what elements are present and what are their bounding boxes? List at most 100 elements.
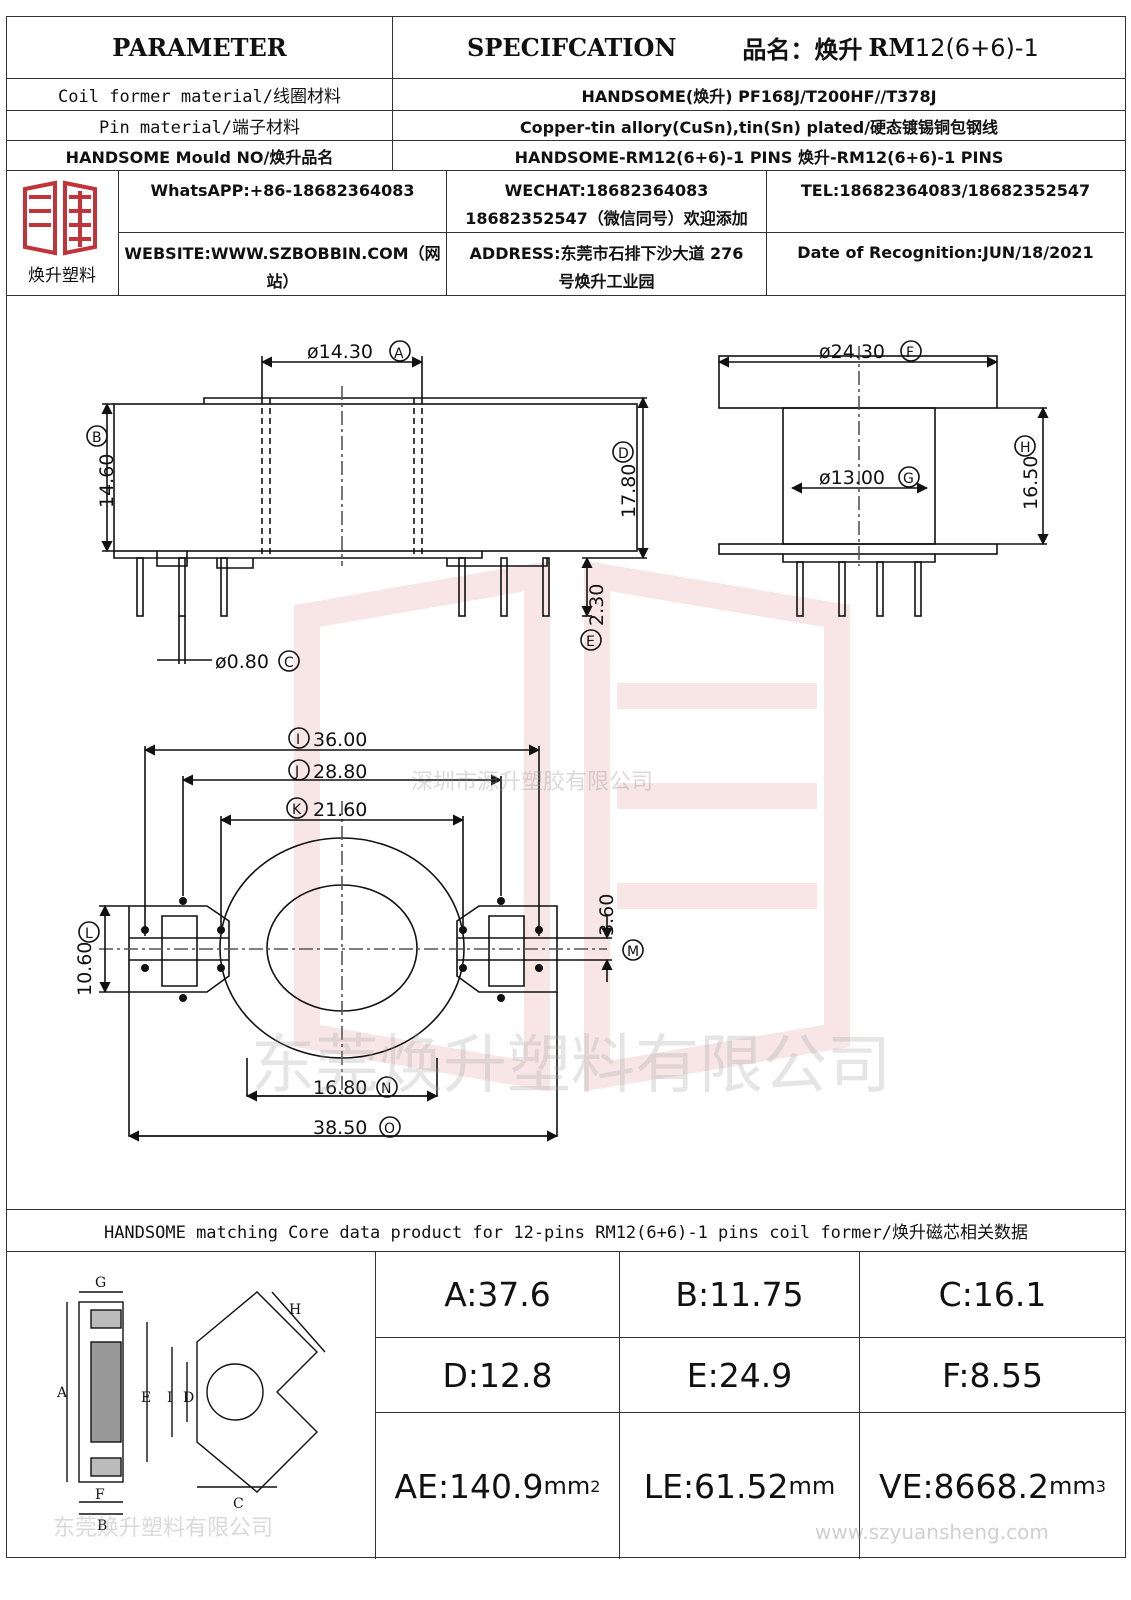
contact-block: 焕升塑料 WhatsAPP:+86-18682364083 WECHAT:186… bbox=[6, 170, 1126, 296]
dim-m-tag: M bbox=[627, 944, 639, 960]
address-line2: 号焕升工业园 bbox=[558, 271, 655, 291]
tag-o-circle bbox=[379, 1116, 401, 1138]
website-line2: 站） bbox=[266, 271, 299, 291]
core-sketch: G A E I D F B C H bbox=[56, 1275, 326, 1534]
param-d: D:12.8 bbox=[375, 1337, 619, 1412]
dim-l-value: 10.60 bbox=[74, 942, 96, 996]
front-view-pins bbox=[136, 557, 550, 617]
param-c: C:16.1 bbox=[859, 1252, 1125, 1337]
core-data-title: HANDSOME matching Core data product for … bbox=[103, 1223, 1029, 1243]
product-name-model: RM bbox=[868, 33, 915, 62]
header-row: PARAMETER SPECIFCATION 品名：焕升 RM 12(6+6)-… bbox=[6, 16, 1126, 78]
sketch-label-g: G bbox=[95, 1275, 106, 1291]
spec-sheet: PARAMETER SPECIFCATION 品名：焕升 RM 12(6+6)-… bbox=[6, 16, 1127, 1559]
specification-heading: SPECIFCATION bbox=[467, 33, 677, 62]
core-sketch-cell: G A E I D F B C H 东莞焕升塑料有限公司 bbox=[7, 1252, 375, 1557]
tel-cell: TEL:18682364083/18682352547 bbox=[767, 171, 1124, 233]
tag-a-circle bbox=[389, 340, 411, 362]
dim-f-value: ø24.30 bbox=[819, 341, 885, 363]
wechat-line2: 18682352547（微信同号）欢迎添加 bbox=[465, 208, 748, 228]
dim-c-value: ø0.80 bbox=[215, 651, 269, 673]
coil-material-label: Coil former material/线圈材料 bbox=[7, 79, 393, 110]
core-data-title-row: HANDSOME matching Core data product for … bbox=[6, 1209, 1126, 1251]
tag-g-circle bbox=[898, 466, 920, 488]
param-ae: AE:140.9 bbox=[394, 1466, 544, 1506]
tag-f-circle bbox=[900, 340, 922, 362]
side-view-pins bbox=[796, 561, 922, 617]
technical-drawing-area: ø14.30 A 14.60 B ø0.80 C 17.80 D 2.30 E … bbox=[6, 295, 1126, 1209]
dim-f-tag: F bbox=[906, 345, 914, 361]
address-cell: ADDRESS:东莞市石排下沙大道 276 号焕升工业园 bbox=[447, 233, 767, 296]
dim-h-tag: H bbox=[1020, 440, 1031, 456]
tag-k-circle bbox=[286, 797, 308, 819]
coil-material-row: Coil former material/线圈材料 HANDSOME(焕升) P… bbox=[6, 78, 1126, 110]
dim-j-value: 28.80 bbox=[313, 761, 367, 783]
mould-value: HANDSOME-RM12(6+6)-1 PINS 焕升-RM12(6+6)-1… bbox=[514, 147, 1004, 167]
param-le-unit: mm bbox=[788, 1472, 836, 1500]
dim-n-value: 16.80 bbox=[313, 1077, 367, 1099]
pin-material-value: Copper-tin allory(CuSn),tin(Sn) plated/硬… bbox=[519, 117, 999, 137]
tag-n-circle bbox=[376, 1076, 398, 1098]
logo-text: 焕升塑料 bbox=[28, 266, 96, 286]
param-e: E:24.9 bbox=[619, 1337, 859, 1412]
sketch-label-a: A bbox=[56, 1385, 68, 1401]
sketch-label-b: B bbox=[97, 1518, 107, 1534]
tag-b-circle bbox=[86, 425, 108, 447]
whatsapp-cell: WhatsAPP:+86-18682364083 bbox=[119, 171, 447, 233]
param-ve-unit: mm bbox=[1049, 1472, 1096, 1500]
tag-m-circle bbox=[622, 939, 644, 961]
top-view bbox=[99, 744, 613, 1142]
dim-l-tag: L bbox=[85, 926, 93, 942]
dim-o-value: 38.50 bbox=[313, 1117, 367, 1139]
dim-i-value: 36.00 bbox=[313, 729, 367, 751]
mould-row: HANDSOME Mould NO/焕升品名 HANDSOME-RM12(6+6… bbox=[6, 140, 1126, 170]
tag-j-circle bbox=[288, 759, 310, 781]
dim-n-tag: N bbox=[381, 1081, 391, 1097]
logo-mark-icon: 焕升塑料 bbox=[23, 180, 97, 286]
website-line1: WEBSITE:WWW.SZBOBBIN.COM（网 bbox=[124, 243, 441, 263]
sketch-label-c: C bbox=[233, 1496, 244, 1512]
contact-grid: 焕升塑料 WhatsAPP:+86-18682364083 WECHAT:186… bbox=[7, 171, 1125, 296]
dim-d-value: 17.80 bbox=[618, 464, 640, 518]
core-params-grid: A:37.6 B:11.75 C:16.1 D:12.8 E:24.9 F:8.… bbox=[375, 1252, 1127, 1559]
param-ae-unit: mm bbox=[543, 1472, 591, 1500]
tag-h-circle bbox=[1014, 435, 1036, 457]
pin-material-label: Pin material/端子材料 bbox=[7, 111, 393, 140]
param-ve: VE:8668.2 bbox=[879, 1466, 1050, 1506]
wechat-cell: WECHAT:18682364083 18682352547（微信同号）欢迎添加 bbox=[447, 171, 767, 233]
dim-c-tag: C bbox=[284, 655, 294, 671]
company-logo: 焕升塑料 bbox=[7, 171, 119, 296]
dim-b-tag: B bbox=[92, 430, 102, 446]
top-view-pin-holes bbox=[141, 897, 543, 1002]
tag-e-circle bbox=[580, 629, 602, 651]
pin-material-row: Pin material/端子材料 Copper-tin allory(CuSn… bbox=[6, 110, 1126, 140]
dim-h-value: 16.50 bbox=[1020, 456, 1042, 510]
dim-o-tag: O bbox=[384, 1121, 395, 1137]
dim-g-value: ø13.00 bbox=[819, 467, 885, 489]
sketch-label-d: D bbox=[183, 1390, 194, 1406]
tel-text: TEL:18682364083/18682352547 bbox=[800, 181, 1091, 200]
dim-b-value: 14.60 bbox=[96, 454, 118, 508]
product-name-suffix: 12(6+6)-1 bbox=[914, 33, 1039, 62]
background-logo-watermark bbox=[294, 560, 850, 1092]
address-line1: ADDRESS:东莞市石排下沙大道 276 bbox=[469, 243, 744, 263]
dim-a-tag: A bbox=[394, 346, 404, 362]
whatsapp-text: WhatsAPP:+86-18682364083 bbox=[150, 181, 415, 200]
dim-d-tag: D bbox=[618, 446, 629, 462]
tag-l-circle bbox=[78, 921, 100, 943]
dim-j-tag: J bbox=[294, 764, 299, 780]
param-a: A:37.6 bbox=[375, 1252, 619, 1337]
recognition-date: Date of Recognition:JUN/18/2021 bbox=[797, 243, 1094, 262]
side-view bbox=[717, 346, 1049, 617]
param-f: F:8.55 bbox=[859, 1337, 1125, 1412]
product-name-label: 品名：焕升 bbox=[742, 36, 863, 64]
sketch-label-f: F bbox=[95, 1487, 105, 1503]
param-le: LE:61.52 bbox=[643, 1466, 789, 1506]
dim-e-tag: E bbox=[586, 634, 595, 650]
front-view bbox=[101, 356, 649, 664]
dim-k-tag: K bbox=[292, 802, 302, 818]
param-ae-sup: 2 bbox=[590, 1476, 601, 1496]
